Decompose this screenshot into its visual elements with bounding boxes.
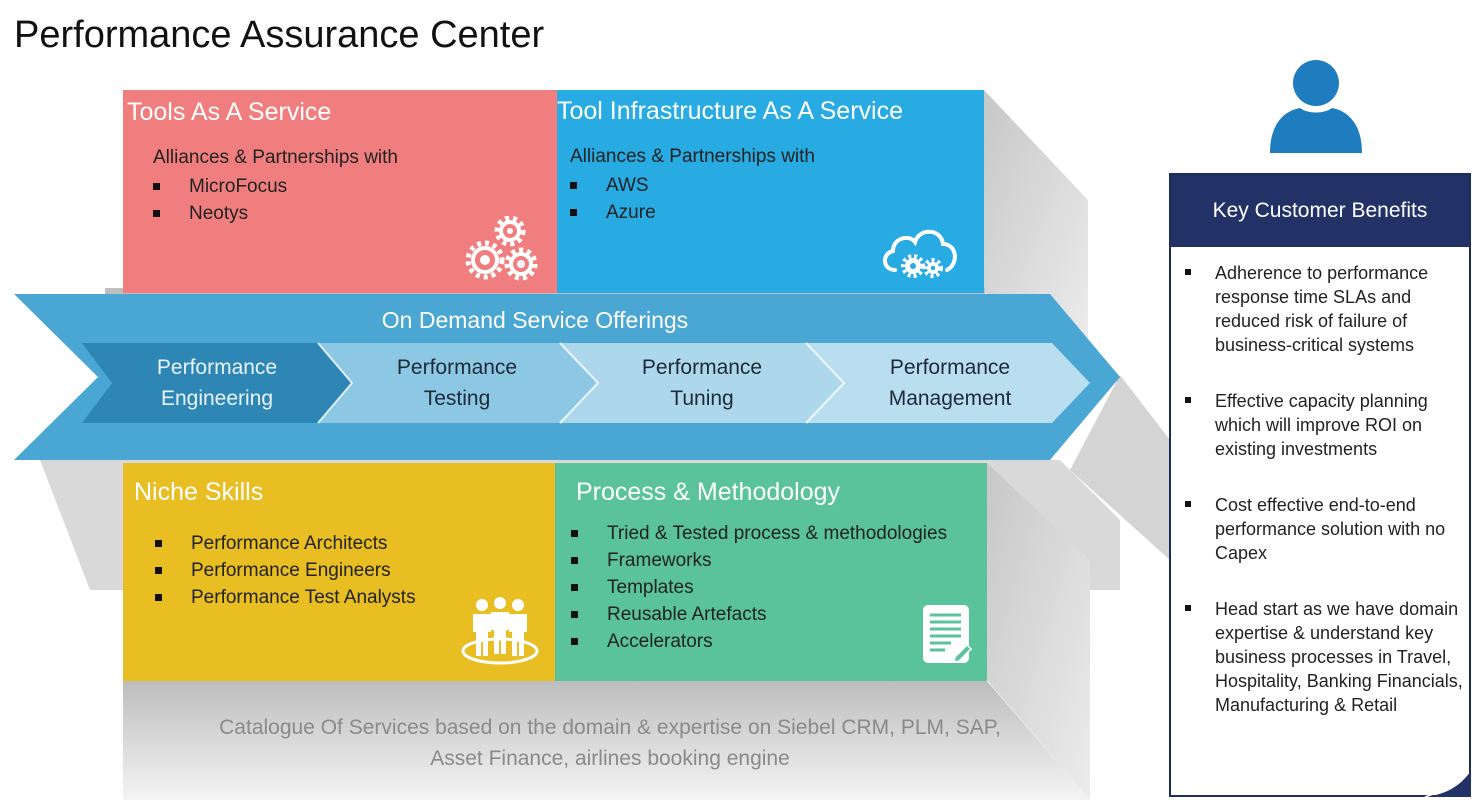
tools-service-heading: Tools As A Service [127,98,332,126]
page-curl-decoration [1415,771,1471,797]
infra-service-list: AWS Azure [570,172,656,226]
catalogue-text: Catalogue Of Services based on the domai… [219,716,1001,770]
list-item: Templates [571,574,947,601]
niche-skills-list: Performance Architects Performance Engin… [155,530,416,611]
step-performance-engineering: Performance Engineering [156,356,278,410]
process-list: Tried & Tested process & methodologies F… [571,520,947,655]
list-item: Performance Engineers [155,557,416,584]
niche-skills-heading: Niche Skills [134,478,264,506]
list-item: Performance Test Analysts [155,584,416,611]
process-heading: Process & Methodology [576,478,841,506]
tools-service-intro: Alliances & Partnerships with [153,147,398,168]
step-tuning-shape [560,343,844,423]
step-performance-testing: Performance Testing [396,356,518,410]
process-methodology-box: Process & Methodology Tried & Tested pro… [555,463,987,681]
offerings-heading: On Demand Service Offerings [381,307,689,333]
list-item: Accelerators [571,628,947,655]
list-item: Effective capacity planning which will i… [1181,389,1463,461]
key-benefits-list: Adherence to performance response time S… [1181,261,1463,749]
tools-service-list: MicroFocus Neotys [153,173,287,227]
niche-skills-box: Niche Skills Performance Architects Perf… [123,463,555,681]
list-item: Performance Architects [155,530,416,557]
list-item: Neotys [153,200,287,227]
tools-as-a-service-box: Tools As A Service Alliances & Partnersh… [123,90,557,293]
document-icon [923,605,973,663]
page-title: Performance Assurance Center [14,14,545,56]
infra-service-intro: Alliances & Partnerships with [570,146,815,167]
list-item: Adherence to performance response time S… [1181,261,1463,357]
list-item: Cost effective end-to-end performance so… [1181,493,1463,565]
step-performance-management: Performance Management [888,356,1012,410]
gears-icon [465,216,538,281]
person-icon [1270,60,1362,153]
list-item: Frameworks [571,547,947,574]
list-item: Reusable Artefacts [571,601,947,628]
list-item: Azure [570,199,656,226]
step-performance-tuning: Performance Tuning [641,356,763,410]
step-engineering-shape [82,343,352,423]
list-item: AWS [570,172,656,199]
key-benefits-heading: Key Customer Benefits [1171,175,1469,247]
list-item: Tried & Tested process & methodologies [571,520,947,547]
team-icon [461,597,539,665]
key-customer-benefits-panel: Key Customer Benefits Adherence to perfo… [1169,173,1471,797]
cloud-gear-icon [883,229,957,278]
infra-service-heading: Tool Infrastructure As A Service [557,97,903,125]
list-item: MicroFocus [153,173,287,200]
list-item: Head start as we have domain expertise &… [1181,597,1463,717]
step-management-shape [806,343,1090,423]
tool-infrastructure-box: Tool Infrastructure As A Service Allianc… [557,90,984,293]
step-testing-shape [318,343,598,423]
